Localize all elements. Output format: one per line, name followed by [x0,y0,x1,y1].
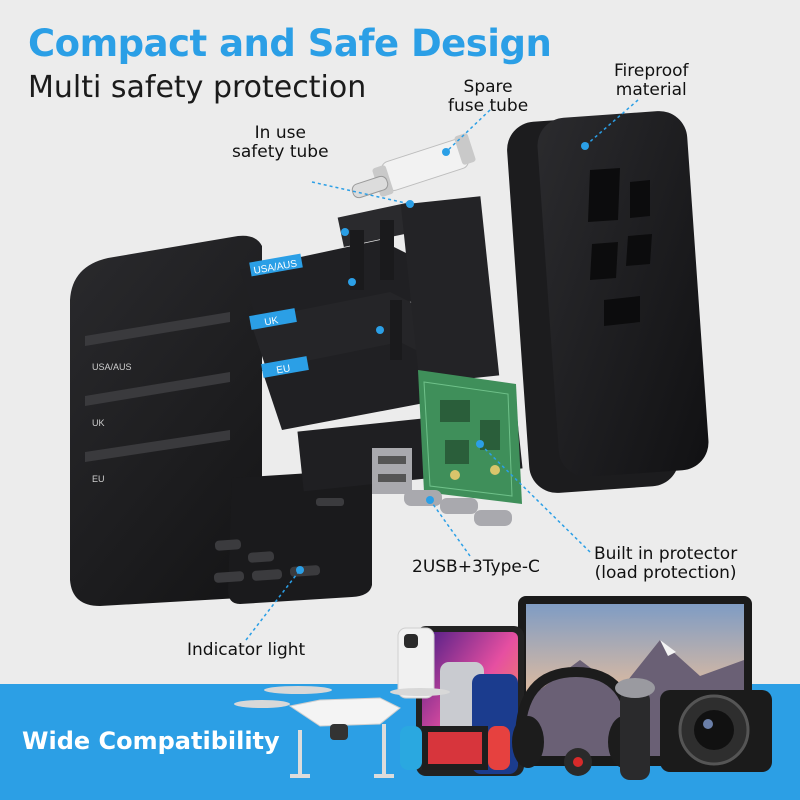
callout-fireproof-line1: Fireproof [614,61,689,81]
callout-ports: 2USB+3Type-C [412,557,540,577]
fuse-tubes [351,133,476,199]
callout-fireproof-line2: material [615,80,687,100]
adapter-body: USA/AUS UK EU [70,235,372,606]
callout-spare-fuse: Spare fuse tube [448,78,528,116]
callout-in-use-line1: In use [254,123,306,143]
callout-protector: Built in protector (load protection) [594,545,737,583]
callout-spare-fuse-line2: fuse tube [448,96,529,116]
fireproof-panel [507,111,709,493]
circuit-board [372,370,522,526]
subheadline: Multi safety protection [28,70,367,105]
wide-compatibility-label: Wide Compatibility [22,727,280,755]
side-label-uk: UK [92,418,105,428]
drone-icon [234,686,450,778]
headline: Compact and Safe Design [28,22,552,65]
side-label-eu: EU [92,474,105,484]
plug-tag-eu: EU [276,363,292,376]
game-console-icon [400,726,510,770]
camera-icon [660,690,772,772]
callout-protector-line2: (load protection) [594,563,737,583]
callout-in-use: In use safety tube [232,124,329,162]
callout-protector-line1: Built in protector [594,544,738,564]
callout-spare-fuse-line1: Spare [463,77,513,97]
callout-dots [296,142,589,574]
callout-fireproof: Fireproof material [614,62,689,100]
side-label-usa-aus: USA/AUS [92,362,132,372]
devices [234,596,772,780]
callout-in-use-line2: safety tube [232,142,329,162]
callout-indicator: Indicator light [187,640,306,660]
shaver-icon [615,678,655,780]
plug-tag-uk: UK [264,315,280,328]
callout-lines [245,99,639,641]
